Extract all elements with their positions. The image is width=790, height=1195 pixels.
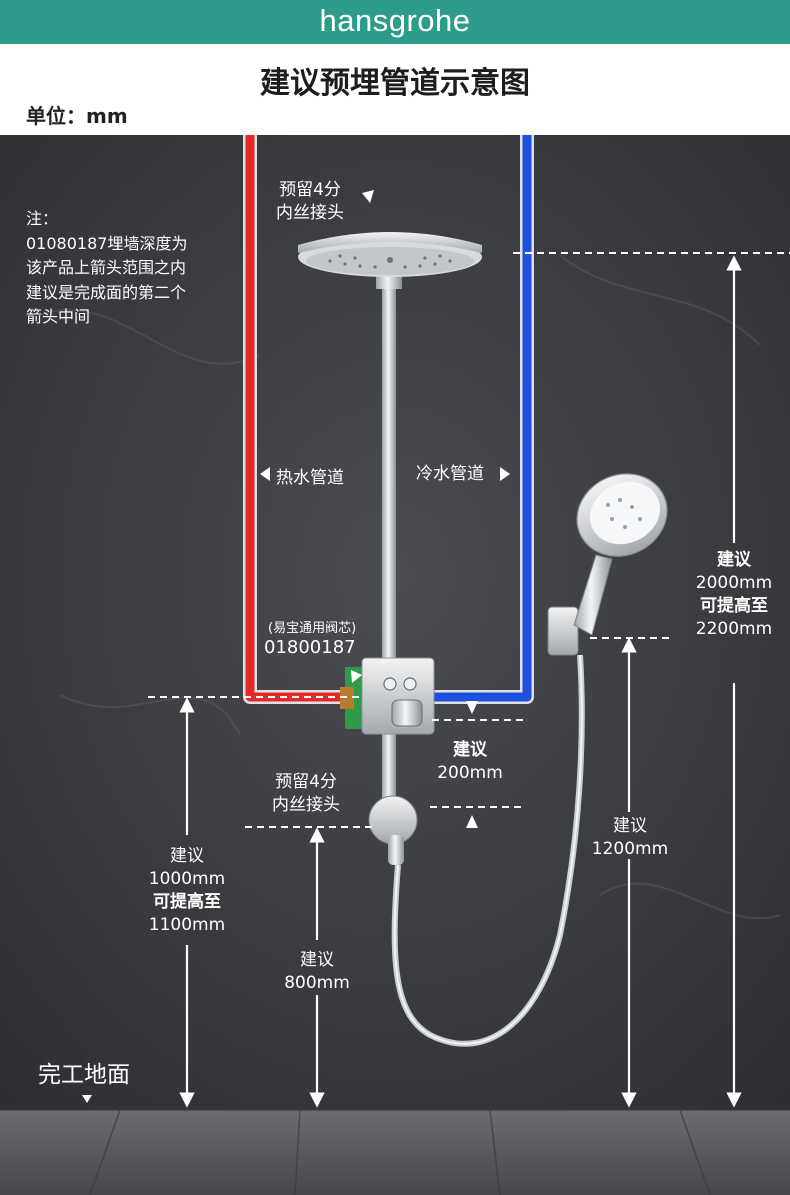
hose-highlight <box>393 654 583 1045</box>
hot-pipe-label: 热水管道 <box>276 468 344 488</box>
cold-pipe-label: 冷水管道 <box>416 464 484 484</box>
dim-text: 1100mm <box>148 915 226 935</box>
wall-texture <box>39 254 781 920</box>
dim-text: 建议 <box>170 846 204 866</box>
installation-scene: 注： 01080187埋墙深度为 该产品上箭头范围之内 建议是完成面的第二个 箭… <box>0 135 790 1195</box>
hand-shower-holder <box>547 606 579 656</box>
cold-pipe <box>430 135 534 704</box>
lower-fitting-line-2: 内丝接头 <box>272 795 340 815</box>
note-line: 该产品上箭头范围之内 <box>26 258 187 277</box>
outlet-height-dimension: 建议 800mm <box>270 949 364 995</box>
note-line: 注： <box>26 209 59 228</box>
note-line: 箭头中间 <box>26 307 91 326</box>
mixer-to-outlet-dimension: 建议 200mm <box>428 739 512 785</box>
overhead-shower-head <box>298 232 482 289</box>
hand-shower <box>573 473 668 636</box>
dim-text: 建议 <box>453 740 487 760</box>
top-fitting-line-2: 内丝接头 <box>276 203 344 223</box>
unit-label: 单位：mm <box>26 104 128 128</box>
dim-text: 可提高至 <box>153 892 221 912</box>
dim-text: 800mm <box>284 973 350 993</box>
thermostat-plate <box>361 657 435 735</box>
scene-graphic <box>0 135 790 1195</box>
floor <box>0 1110 790 1195</box>
dim-text: 建议 <box>613 816 647 836</box>
valve-code-label: 01800187 <box>264 637 356 658</box>
mixer-height-dimension: 建议 1000mm 可提高至 1100mm <box>135 845 239 937</box>
dim-text: 2000mm <box>695 573 773 593</box>
top-fitting-label: 预留4分 内丝接头 <box>262 179 358 225</box>
overhead-height-dimension: 建议 2000mm 可提高至 2200mm <box>680 549 788 641</box>
dimension-arrows <box>179 255 742 1108</box>
wall-outlet-elbow <box>368 795 418 865</box>
dim-text: 1000mm <box>148 869 226 889</box>
note-line: 01080187埋墙深度为 <box>26 233 188 253</box>
page-title: 建议预埋管道示意图 <box>260 66 530 101</box>
dim-text: 可提高至 <box>700 596 768 616</box>
hansgrohe-logo: hansgrohe <box>319 3 471 38</box>
top-fitting-line-1: 预留4分 <box>279 180 341 200</box>
brand-bar: hansgrohe <box>0 0 790 44</box>
valve-core-label: (易宝通用阀芯) <box>268 621 357 636</box>
finished-floor-label: 完工地面 <box>38 1062 130 1088</box>
floor-tiles <box>0 1109 790 1195</box>
note-line: 建议是完成面的第二个 <box>26 282 187 302</box>
installation-note: 注： 01080187埋墙深度为 该产品上箭头范围之内 建议是完成面的第二个 箭… <box>26 207 187 330</box>
dim-text: 建议 <box>717 550 751 570</box>
dim-text: 1200mm <box>591 839 669 859</box>
dim-text: 200mm <box>437 763 503 783</box>
pointer-arrows <box>82 190 510 1103</box>
dim-text: 建议 <box>300 950 334 970</box>
lower-fitting-label: 预留4分 内丝接头 <box>250 771 362 817</box>
holder-height-dimension: 建议 1200mm <box>580 815 680 861</box>
lower-fitting-line-1: 预留4分 <box>275 772 337 792</box>
dim-text: 2200mm <box>695 619 773 639</box>
